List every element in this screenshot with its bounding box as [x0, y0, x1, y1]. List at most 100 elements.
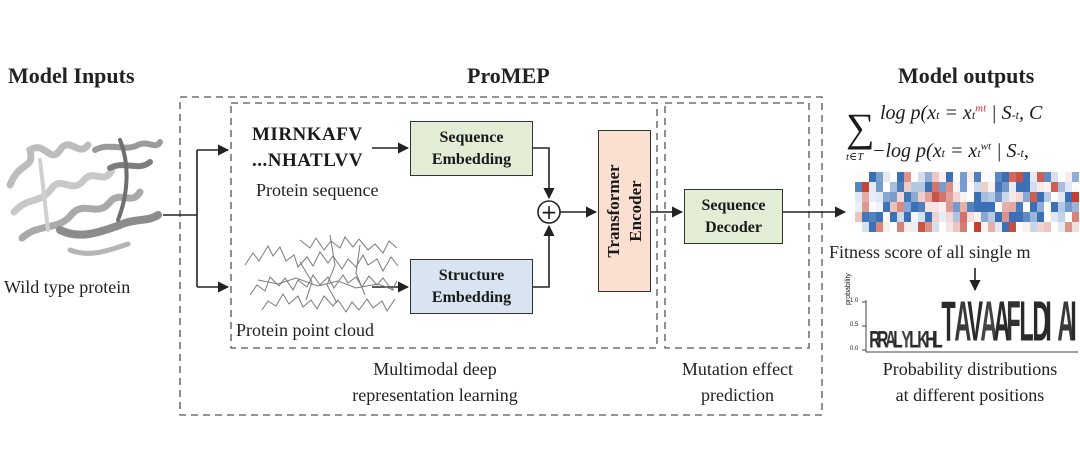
heatmap-cell [1051, 192, 1058, 202]
heatmap-cell [946, 202, 953, 212]
heatmap-cell [995, 222, 1002, 232]
heatmap-cell [967, 202, 974, 212]
heatmap-cell [939, 202, 946, 212]
logo-letter: R [877, 325, 889, 352]
heatmap-cell [911, 192, 918, 202]
heatmap-cell [904, 202, 911, 212]
heatmap-cell [932, 192, 939, 202]
heatmap-cell [883, 192, 890, 202]
logo-letter: L [1019, 298, 1034, 352]
heatmap-cell [1065, 222, 1072, 232]
heatmap-cell [1065, 212, 1072, 222]
logo-letter: R [869, 325, 881, 352]
mutation-frame [664, 102, 810, 349]
logo-letter: F [1006, 298, 1021, 352]
heatmap-cell [918, 192, 925, 202]
heatmap-cell [904, 182, 911, 192]
probability-caption-line2: at different positions [895, 385, 1045, 405]
heatmap-cell [1044, 202, 1051, 212]
heatmap-cell [974, 222, 981, 232]
heatmap-cell [869, 172, 876, 182]
heatmap-cell [897, 182, 904, 192]
heatmap-cell [911, 222, 918, 232]
heatmap-cell [939, 212, 946, 222]
heatmap-cell [883, 182, 890, 192]
logo-letter: K [917, 325, 929, 352]
heatmap-cell [932, 202, 939, 212]
mutation-caption-line1: Mutation effect [681, 359, 794, 379]
heatmap-cell [995, 182, 1002, 192]
heatmap-cell [988, 192, 995, 202]
formula-top-t: t [936, 108, 940, 122]
heatmap-cell [904, 192, 911, 202]
sequence-embedding-box: Sequence Embedding [410, 121, 533, 176]
multimodal-caption: Multimodal deep representation learning [300, 356, 570, 408]
mutation-caption: Mutation effect prediction [655, 356, 820, 408]
heatmap-cell [862, 222, 869, 232]
heatmap-cell [876, 212, 883, 222]
heatmap-cell [1051, 172, 1058, 182]
heatmap-cell [1044, 182, 1051, 192]
heatmap-cell [897, 172, 904, 182]
logo-letter: L [933, 325, 943, 352]
heatmap-cell [981, 202, 988, 212]
heatmap-cell [960, 202, 967, 212]
point-cloud-image [244, 234, 399, 313]
heatmap-cell [1051, 182, 1058, 192]
heatmap-cell [1051, 212, 1058, 222]
heatmap-cell [890, 212, 897, 222]
heatmap-cell [988, 172, 995, 182]
heatmap-cell [925, 182, 932, 192]
heatmap-cell [1058, 192, 1065, 202]
model-outputs-heading: Model outputs [898, 63, 1035, 88]
heatmap-cell [1072, 222, 1079, 232]
heatmap-cell [1037, 222, 1044, 232]
heatmap-cell [883, 202, 890, 212]
multimodal-caption-line1: Multimodal deep [373, 359, 497, 379]
heatmap-cell [1058, 172, 1065, 182]
heatmap-cell [1044, 212, 1051, 222]
heatmap-cell [1009, 192, 1016, 202]
heatmap-cell [939, 172, 946, 182]
heatmap-cell [1037, 202, 1044, 212]
heatmap-cell [897, 202, 904, 212]
protein-structure-image [6, 138, 163, 256]
heatmap-cell [911, 212, 918, 222]
heatmap-cell [988, 212, 995, 222]
formula-top-tail: , C [1019, 102, 1043, 124]
heatmap-cell [855, 202, 862, 212]
heatmap-cell [1009, 182, 1016, 192]
heatmap-cell [960, 212, 967, 222]
heatmap-cell [1072, 182, 1079, 192]
logo-letter: Y [901, 325, 912, 352]
sequence-line-2: ...NHATLVV [252, 150, 364, 171]
str-emb-to-plus [533, 224, 555, 288]
heatmap-cell [953, 222, 960, 232]
heatmap-cell [1023, 172, 1030, 182]
promep-heading: ProMEP [467, 63, 550, 88]
sum-symbol: ∑ [846, 105, 875, 150]
heatmap-cell [869, 202, 876, 212]
heatmap-cell [981, 192, 988, 202]
heatmap-cell [967, 172, 974, 182]
heatmap-cell [918, 182, 925, 192]
heatmap-cell [967, 182, 974, 192]
transformer-encoder-line2: Encoder [625, 180, 645, 242]
heatmap-cell [1009, 202, 1016, 212]
heatmap-cell [1002, 182, 1009, 192]
logo-axis [862, 300, 1078, 353]
heatmap-cell [1023, 182, 1030, 192]
heatmap-cell [981, 172, 988, 182]
heatmap-cell [876, 182, 883, 192]
heatmap-cell [932, 172, 939, 182]
sequence-decoder-line2: Decoder [705, 218, 762, 236]
heatmap-cell [988, 202, 995, 212]
heatmap-cell [981, 222, 988, 232]
heatmap-cell [995, 202, 1002, 212]
heatmap-cell [876, 202, 883, 212]
heatmap-cell [967, 192, 974, 202]
formula-bottom-prefix: −log p(x [872, 140, 942, 162]
heatmap-cell [855, 192, 862, 202]
